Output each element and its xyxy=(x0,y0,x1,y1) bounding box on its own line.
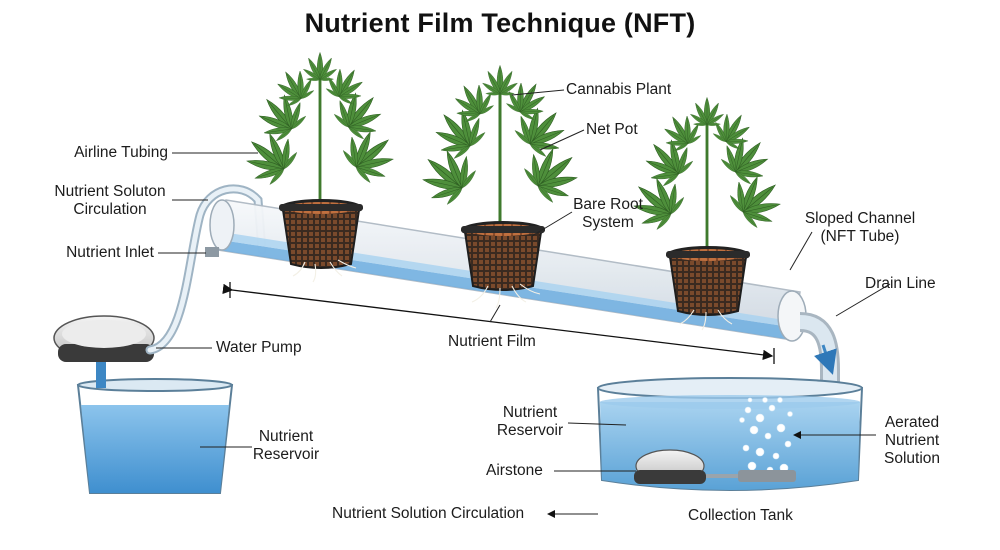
label-nutrient-soluton-circulation: Nutrient Soluton Circulation xyxy=(54,183,166,218)
air-bubbles xyxy=(739,397,793,474)
label-bare-root-system: Bare Root System xyxy=(573,196,643,231)
diagram-title: Nutrient Film Technique (NFT) xyxy=(304,8,696,38)
label-nutrient-inlet: Nutrient Inlet xyxy=(66,244,154,261)
label-left-nutrient-reservoir: Nutrient Reservoir xyxy=(252,428,320,463)
label-nutrient-film: Nutrient Film xyxy=(448,333,536,350)
label-nutrient-solution-circulation: Nutrient Solution Circulation xyxy=(332,505,525,522)
label-drain-line: Drain Line xyxy=(865,275,936,292)
label-collection-tank: Collection Tank xyxy=(688,507,793,524)
leader-lines xyxy=(156,89,891,518)
water-pump xyxy=(53,315,155,388)
label-cannabis-plant: Cannabis Plant xyxy=(566,81,672,98)
nutrient-film-arrow xyxy=(222,282,775,364)
label-airstone: Airstone xyxy=(486,462,543,479)
label-aerated-nutrient-solution: Aerated Nutrient Solution xyxy=(883,414,940,467)
airline-tubing xyxy=(145,184,267,355)
drain-line xyxy=(799,312,840,440)
label-water-pump: Water Pump xyxy=(216,339,302,356)
label-net-pot: Net Pot xyxy=(586,121,638,138)
label-right-nutrient-reservoir: Nutrient Reservoir xyxy=(496,404,564,439)
label-airline-tubing: Airline Tubing xyxy=(74,144,168,161)
left-nutrient-reservoir xyxy=(76,378,234,494)
label-sloped-channel: Sloped Channel (NFT Tube) xyxy=(804,210,916,245)
airstone xyxy=(634,449,796,484)
